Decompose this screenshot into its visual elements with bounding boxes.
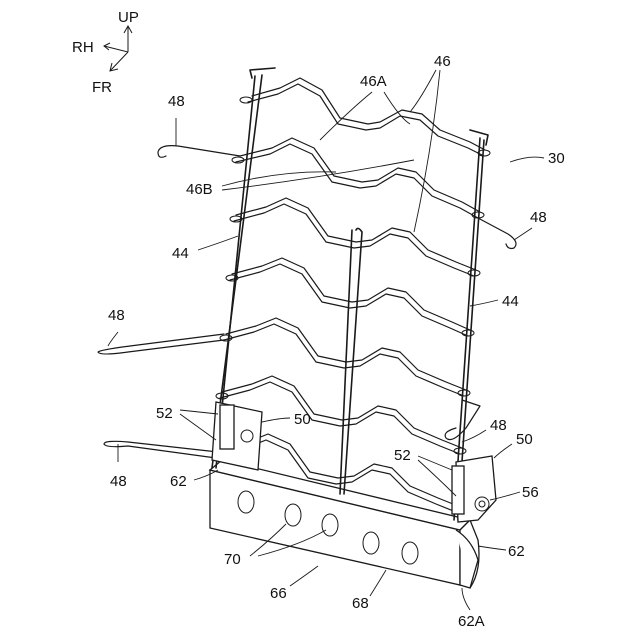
ref-52-right: 52 — [394, 447, 411, 464]
ref-44-left: 44 — [172, 245, 189, 262]
leader-48-mid-left — [108, 332, 118, 346]
cross-wire — [248, 84, 484, 156]
leader-50-left — [262, 418, 290, 422]
ref-68: 68 — [352, 595, 369, 612]
hook-wire-mid-left — [98, 334, 224, 354]
ref-66: 66 — [270, 585, 287, 602]
clip — [462, 330, 474, 336]
ref-48-right-bottom: 48 — [490, 417, 507, 434]
leader-68 — [370, 570, 386, 596]
orientation-indicator: UP RH FR — [72, 9, 139, 96]
fr-label: FR — [92, 79, 112, 96]
leader-66 — [290, 566, 318, 586]
ref-48-top-left: 48 — [168, 93, 185, 110]
ref-46: 46 — [434, 53, 451, 70]
leader-52-left-1 — [180, 410, 218, 414]
leader-46B-1 — [222, 172, 336, 186]
ref-44-right: 44 — [502, 293, 519, 310]
ref-62A: 62A — [458, 613, 485, 630]
leader-62A — [462, 588, 470, 610]
hook-wire-bottom-left — [104, 441, 218, 458]
clip — [454, 448, 466, 454]
leader-48-right-top — [514, 228, 532, 240]
ref-48-mid-left: 48 — [108, 307, 125, 324]
right-clip-52 — [452, 466, 464, 514]
ref-48-bottom-left: 48 — [110, 473, 127, 490]
leader-44-right — [470, 300, 498, 306]
ref-52-left: 52 — [156, 405, 173, 422]
hook-wire-right-top — [478, 218, 516, 249]
leader-46A-2 — [384, 92, 410, 124]
cross-wire — [234, 204, 474, 276]
clip — [458, 390, 470, 396]
leader-52-right-2 — [418, 460, 456, 496]
ref-62-left: 62 — [170, 473, 187, 490]
leader-30 — [510, 157, 544, 162]
ref-62-right: 62 — [508, 543, 525, 560]
ref-50-left: 50 — [294, 411, 311, 428]
leader-62-right — [478, 546, 506, 550]
up-label: UP — [118, 9, 139, 26]
ref-48-right-top: 48 — [530, 209, 547, 226]
leader-52-left-2 — [180, 414, 216, 440]
clips — [216, 97, 490, 454]
ref-30: 30 — [548, 150, 565, 167]
left-clip-52 — [220, 405, 234, 449]
clip — [240, 97, 252, 103]
rh-label: RH — [72, 39, 94, 56]
ref-50-right: 50 — [516, 431, 533, 448]
leader-44-left — [198, 236, 238, 250]
ref-56: 56 — [522, 484, 539, 501]
leader-48-right-bottom — [462, 430, 486, 442]
ref-70: 70 — [224, 551, 241, 568]
cross-wire — [224, 324, 464, 396]
ref-46A: 46A — [360, 73, 387, 90]
leader-52-right-1 — [418, 456, 452, 470]
hook-wire-top-left — [158, 146, 240, 158]
leader-50-right — [494, 444, 512, 458]
leader-46-2 — [414, 70, 440, 232]
fr-arrow — [110, 52, 128, 71]
leader-46-1 — [410, 70, 436, 112]
ref-46B: 46B — [186, 181, 213, 198]
